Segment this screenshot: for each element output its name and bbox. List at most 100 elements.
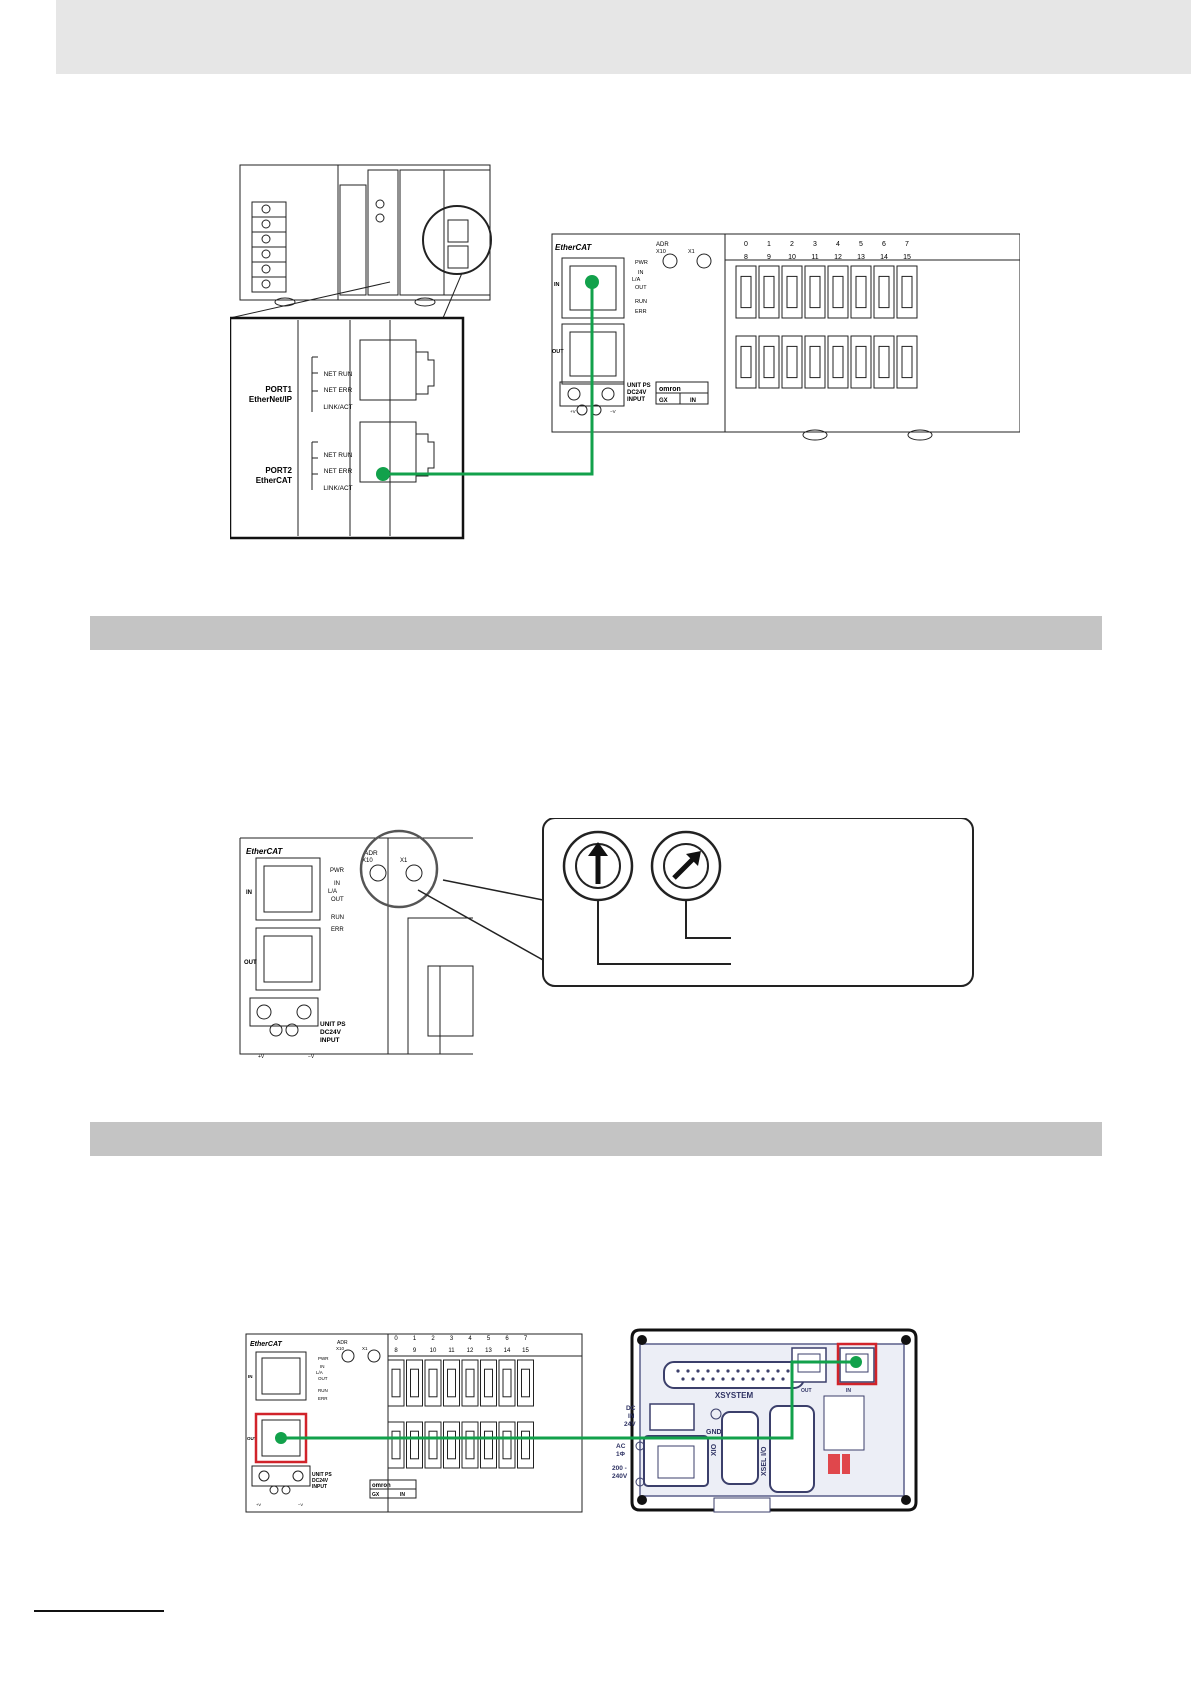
- xsel-io-label: XSEL I/O: [761, 1446, 768, 1476]
- f3-out-led-label: OUT: [318, 1376, 328, 1381]
- channel-label-2: 2: [790, 241, 794, 248]
- terminal-block: [896, 265, 918, 319]
- f3-terminal-blocks: [387, 1359, 534, 1469]
- terminal-block: [424, 1421, 442, 1469]
- terminal-slot: [410, 1368, 419, 1398]
- gx-plus-v: +V: [570, 409, 576, 414]
- figure-gx-to-xsel-connection: EtherCAT IN OUT PWR IN L/A OUT RUN ERR A…: [245, 1328, 918, 1513]
- f3-input: INPUT: [312, 1484, 327, 1490]
- f3-unit-ps: UNIT PS: [312, 1472, 332, 1478]
- channel-label-12: 12: [834, 254, 842, 261]
- f2-ethercat-logo: EtherCAT: [246, 847, 283, 856]
- f3-gx-unit-drawing: EtherCAT IN OUT PWR IN L/A OUT RUN ERR A…: [245, 1333, 583, 1513]
- terminal-slot: [521, 1430, 530, 1460]
- channel-label-2: 2: [431, 1336, 435, 1342]
- terminal-block: [406, 1359, 423, 1407]
- f3-run-label: RUN: [318, 1388, 328, 1393]
- led-net-err-1: NET ERR: [324, 387, 353, 394]
- f2-la-label: L/A: [328, 889, 337, 895]
- gx-model-label: GX: [659, 398, 668, 404]
- terminal-block: [896, 335, 918, 389]
- f3-ethercat-cable-line: [281, 1360, 856, 1440]
- gx-ethercat-logo: EtherCAT: [555, 243, 592, 252]
- port1-sub-label: EtherNet/IP: [249, 395, 293, 404]
- f3-x10-switch-icon: [341, 1349, 355, 1363]
- xsel-in-port-highlight: [836, 1342, 878, 1386]
- page-header-bar: [56, 0, 1191, 74]
- terminal-block: [735, 265, 757, 319]
- f3-omron-logo: omron: [372, 1483, 391, 1489]
- channel-label-8: 8: [744, 254, 748, 261]
- dc-label-1: DC: [626, 1405, 636, 1412]
- channel-label-6: 6: [505, 1336, 509, 1342]
- f2-x1-switch-icon: [405, 864, 423, 882]
- section-heading-bar-2: [90, 1122, 1102, 1156]
- channel-label-15: 15: [522, 1348, 529, 1354]
- f2-x10-label: X10: [362, 858, 373, 864]
- port1-label: PORT1: [265, 385, 292, 394]
- xio-label: XIO: [711, 1443, 718, 1456]
- f3-model-label: GX: [372, 1492, 380, 1498]
- footer-rule: [34, 1610, 164, 1612]
- f3-pwr-label: PWR: [318, 1356, 329, 1361]
- gx-out-led-label: OUT: [635, 285, 647, 291]
- dip-switch: [828, 1454, 840, 1474]
- terminal-slot: [855, 345, 867, 379]
- terminal-block: [498, 1421, 516, 1469]
- terminal-block: [480, 1421, 497, 1469]
- terminal-slot: [391, 1430, 401, 1460]
- channel-label-11: 11: [448, 1348, 455, 1354]
- zoom-detail-box: PORT1 EtherNet/IP PORT2 EtherCAT NET RUN…: [230, 316, 465, 540]
- xsystem-connector: [663, 1361, 805, 1389]
- f2-run-label: RUN: [331, 915, 344, 921]
- terminal-slot: [740, 345, 752, 379]
- f2-x1-label: X1: [400, 858, 408, 864]
- terminal-block: [387, 1359, 405, 1407]
- terminal-slot: [878, 275, 890, 309]
- gx-la-label: L/A: [632, 277, 641, 283]
- channel-label-9: 9: [767, 254, 771, 261]
- x10-rotary-switch-icon: [662, 253, 678, 269]
- gx-adr-label: ADR: [656, 242, 669, 248]
- channel-label-1: 1: [767, 241, 771, 248]
- terminal-slot: [447, 1430, 456, 1460]
- terminal-block: [480, 1359, 497, 1407]
- channel-label-7: 7: [905, 241, 909, 248]
- led-net-err-2: NET ERR: [324, 468, 353, 475]
- f2-dc24v: DC24V: [320, 1029, 342, 1036]
- terminal-slot: [502, 1368, 512, 1398]
- terminal-block: [827, 265, 849, 319]
- terminal-block: [758, 265, 780, 319]
- f3-ethercat-logo: EtherCAT: [250, 1341, 282, 1348]
- f3-minus-v: −V: [298, 1502, 303, 1507]
- nj-controller-drawing: [230, 164, 492, 319]
- figure-controller-to-gx-connection: PORT1 EtherNet/IP PORT2 EtherCAT NET RUN…: [230, 164, 1020, 540]
- xsel-controller-drawing: XSYSTEM OUT IN DC IN 24V GND AC 1Φ 200 -…: [612, 1328, 918, 1513]
- gx-unit-ps: UNIT PS: [627, 383, 651, 389]
- channel-label-1: 1: [413, 1336, 417, 1342]
- terminal-block: [735, 335, 757, 389]
- f3-adr-label: ADR: [337, 1340, 348, 1346]
- terminal-block: [781, 335, 803, 389]
- channel-label-7: 7: [524, 1336, 528, 1342]
- led-net-run-2: NET RUN: [324, 452, 353, 459]
- channel-label-3: 3: [450, 1336, 454, 1342]
- xio-connector: [721, 1411, 759, 1485]
- terminal-slot: [410, 1430, 419, 1460]
- gx-err-label: ERR: [635, 309, 647, 315]
- ac-label-4: 240V: [612, 1473, 628, 1480]
- terminal-block: [517, 1359, 534, 1407]
- f2-input: INPUT: [320, 1037, 340, 1044]
- ac-inlet: [643, 1435, 709, 1487]
- channel-label-8: 8: [394, 1348, 398, 1354]
- terminal-slot: [901, 345, 913, 379]
- x1-rotary-switch-icon: [696, 253, 712, 269]
- gx-run-label: RUN: [635, 299, 647, 305]
- port2-sub-label: EtherCAT: [256, 476, 292, 485]
- ac-label-3: 200 -: [612, 1465, 627, 1472]
- port2-connection-dot: [376, 467, 390, 481]
- channel-label-14: 14: [880, 254, 888, 261]
- terminal-block: [804, 335, 826, 389]
- gx-model-in: IN: [690, 398, 696, 404]
- xsel-out-port: [791, 1347, 827, 1383]
